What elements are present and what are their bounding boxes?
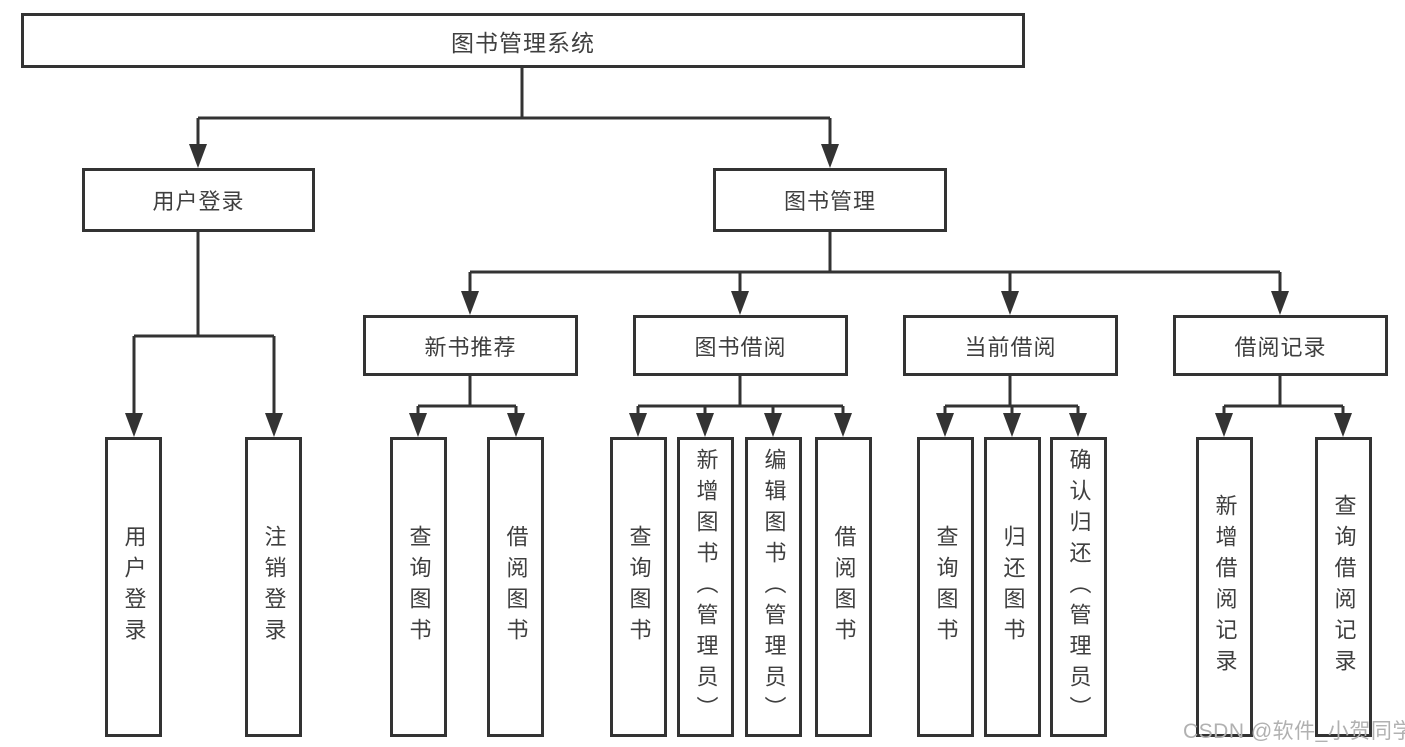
node-label: 新增图书（管理员）	[693, 447, 719, 727]
node-label: 查询图书	[933, 525, 959, 649]
connector-book-borrow-to-leaves	[629, 376, 852, 437]
leaf-add-borrow-record: 新增借阅记录	[1196, 437, 1253, 737]
leaf-query-books-current: 查询图书	[917, 437, 974, 737]
node-root-system: 图书管理系统	[21, 13, 1025, 68]
leaf-borrow-books: 借阅图书	[815, 437, 872, 737]
node-label: 查询图书	[626, 525, 652, 649]
connector-root-to-level2	[189, 68, 839, 168]
leaf-add-books-admin: 新增图书（管理员）	[677, 437, 734, 737]
node-label: 新书推荐	[424, 334, 517, 360]
node-borrow-records: 借阅记录	[1173, 315, 1388, 376]
arrow-down-icon	[764, 413, 782, 437]
arrow-down-icon	[731, 291, 749, 315]
arrow-down-icon	[1334, 413, 1352, 437]
node-new-book-recommend: 新书推荐	[363, 315, 578, 376]
arrow-down-icon	[125, 413, 143, 437]
node-label: 借阅图书	[831, 525, 857, 649]
node-label: 编辑图书（管理员）	[761, 447, 787, 727]
node-label: 归还图书	[1000, 525, 1026, 649]
arrow-down-icon	[834, 413, 852, 437]
leaf-edit-books-admin: 编辑图书（管理员）	[745, 437, 802, 737]
node-label: 借阅图书	[503, 525, 529, 649]
leaf-confirm-return-admin: 确认归还（管理员）	[1050, 437, 1107, 737]
connector-book-management-to-level3	[461, 232, 1289, 315]
node-book-management: 图书管理	[713, 168, 947, 232]
node-label: 图书管理系统	[451, 29, 595, 56]
leaf-query-books-recommend: 查询图书	[390, 437, 447, 737]
arrow-down-icon	[936, 413, 954, 437]
csdn-watermark: CSDN @软件_小贺同学	[1183, 720, 1405, 743]
arrow-down-icon	[629, 413, 647, 437]
node-label: 查询图书	[406, 525, 432, 649]
node-label: 新增借阅记录	[1212, 494, 1238, 680]
leaf-borrow-books-recommend: 借阅图书	[487, 437, 544, 737]
connector-new-book-recommend-to-leaves	[409, 376, 525, 437]
node-label: 确认归还（管理员）	[1066, 447, 1092, 727]
arrow-down-icon	[1069, 413, 1087, 437]
leaf-query-borrow-record: 查询借阅记录	[1315, 437, 1372, 737]
node-user-login: 用户登录	[82, 168, 315, 232]
node-label: 用户登录	[121, 525, 147, 649]
arrow-down-icon	[409, 413, 427, 437]
node-label: 注销登录	[261, 525, 287, 649]
node-book-borrow: 图书借阅	[633, 315, 848, 376]
node-label: 当前借阅	[964, 334, 1057, 360]
node-label: 图书借阅	[694, 334, 787, 360]
connector-borrow-records-to-leaves	[1215, 376, 1352, 437]
node-label: 查询借阅记录	[1331, 494, 1357, 680]
leaf-user-login: 用户登录	[105, 437, 162, 737]
node-label: 用户登录	[152, 189, 245, 214]
leaf-return-books: 归还图书	[984, 437, 1041, 737]
leaf-logout: 注销登录	[245, 437, 302, 737]
arrow-down-icon	[189, 144, 207, 168]
arrow-down-icon	[1215, 413, 1233, 437]
node-label: 图书管理	[783, 189, 876, 214]
node-current-borrow: 当前借阅	[903, 315, 1118, 376]
arrow-down-icon	[507, 413, 525, 437]
node-label: 借阅记录	[1234, 334, 1327, 360]
arrow-down-icon	[696, 413, 714, 437]
leaf-query-books-borrow: 查询图书	[610, 437, 667, 737]
arrow-down-icon	[821, 144, 839, 168]
arrow-down-icon	[265, 413, 283, 437]
arrow-down-icon	[1003, 413, 1021, 437]
connector-user-login-to-leaves	[125, 232, 283, 437]
connector-current-borrow-to-leaves	[936, 376, 1087, 437]
arrow-down-icon	[1001, 291, 1019, 315]
arrow-down-icon	[1271, 291, 1289, 315]
arrow-down-icon	[461, 291, 479, 315]
